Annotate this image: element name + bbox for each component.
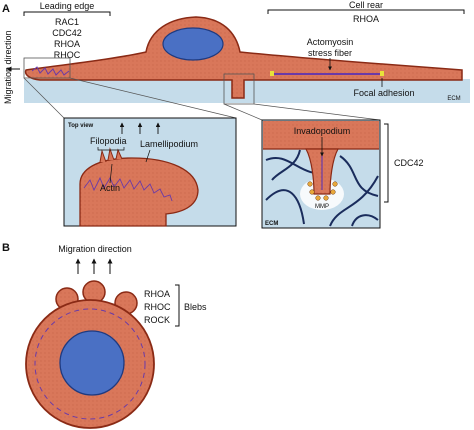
leading-edge-title: Leading edge	[40, 1, 95, 11]
cell-rear-protein: RHOA	[353, 14, 379, 24]
mmp-particle	[309, 189, 315, 195]
lamellipodium-pointer	[145, 149, 151, 163]
panel-a-letter: A	[2, 3, 10, 15]
panel-b: B Migration direction RHOA RHOC ROCK Ble…	[2, 242, 207, 429]
focal-adhesion-marker	[270, 71, 274, 76]
mmp-particle	[332, 181, 338, 187]
ecm-fiber	[329, 175, 379, 227]
leading-edge-protein: CDC42	[52, 28, 82, 38]
mmp-label: MMP	[315, 204, 329, 210]
leading-edge-protein: RHOC	[54, 50, 81, 60]
blebs-protein: RHOA	[144, 289, 170, 299]
mmp-particle	[307, 181, 313, 187]
inset-top-view: Top view Filopodia Lamellipodium Actin	[63, 117, 237, 227]
nucleus	[59, 330, 125, 396]
top-view-label: Top view	[68, 123, 94, 129]
ecm-label: ECM	[447, 96, 460, 102]
cell-rear-title: Cell rear	[349, 0, 383, 10]
leading-edge-protein: RAC1	[55, 17, 79, 27]
leading-edge-protein: RHOA	[54, 39, 80, 49]
ecm-fiber	[339, 155, 379, 197]
lamellipodium-actin	[83, 176, 173, 202]
focal-adhesion-label: Focal adhesion	[353, 88, 414, 98]
zoom-line	[223, 103, 263, 121]
zoom-line	[69, 77, 237, 119]
ecm-fiber	[351, 214, 379, 227]
ecm-fiber	[265, 189, 305, 225]
ecm-band	[24, 79, 470, 103]
blebs-protein: ROCK	[144, 315, 170, 325]
bracket-icon	[175, 284, 180, 327]
zoom-line	[23, 77, 65, 119]
zoom-box-invado	[223, 73, 255, 105]
actin-pointer	[109, 163, 113, 184]
bracket-icon	[267, 9, 465, 14]
leading-edge-actin	[31, 66, 70, 76]
mmp-particle	[315, 195, 321, 201]
nucleus	[162, 27, 224, 61]
migration-direction-side-label: Migration direction	[3, 30, 13, 104]
mmp-particle	[330, 189, 336, 195]
migration-direction-label: Migration direction	[58, 244, 132, 254]
filopodium	[99, 149, 107, 163]
panel-b-letter: B	[2, 242, 10, 254]
focal-adhesion-marker	[380, 71, 384, 76]
actin-label: Actin	[100, 183, 120, 193]
stress-fiber-label: Actomyosin	[307, 37, 354, 47]
cdc42-bracket-label: CDC42	[394, 158, 424, 168]
invadopodium-label: Invadopodium	[294, 126, 351, 136]
stress-fiber-label: stress fiber	[308, 48, 352, 58]
ecm-fiber	[271, 149, 301, 181]
mmp-particle	[323, 195, 329, 201]
panel-a: A Migration direction Leading edge RAC1 …	[2, 0, 470, 229]
zoom-line	[253, 103, 381, 121]
inset-invadopodium: Invadopodium MMP ECM CDC42	[261, 119, 424, 229]
filopodia-label: Filopodia	[90, 136, 127, 146]
zoom-box-leading	[23, 57, 71, 79]
blebbing-cell	[25, 280, 155, 429]
filopodium	[107, 147, 115, 161]
bracket-icon	[23, 11, 111, 16]
filopodia-bracket	[97, 147, 125, 151]
lamellipodium-label: Lamellipodium	[140, 139, 198, 149]
blebs-protein: RHOC	[144, 302, 171, 312]
cortical-actin-ring	[34, 308, 146, 420]
bracket-icon	[384, 123, 389, 203]
migrating-cell	[24, 16, 463, 99]
lamellipodium-shape	[79, 157, 199, 227]
blebs-bracket-label: Blebs	[184, 302, 207, 312]
inset-ecm-label: ECM	[265, 221, 278, 227]
